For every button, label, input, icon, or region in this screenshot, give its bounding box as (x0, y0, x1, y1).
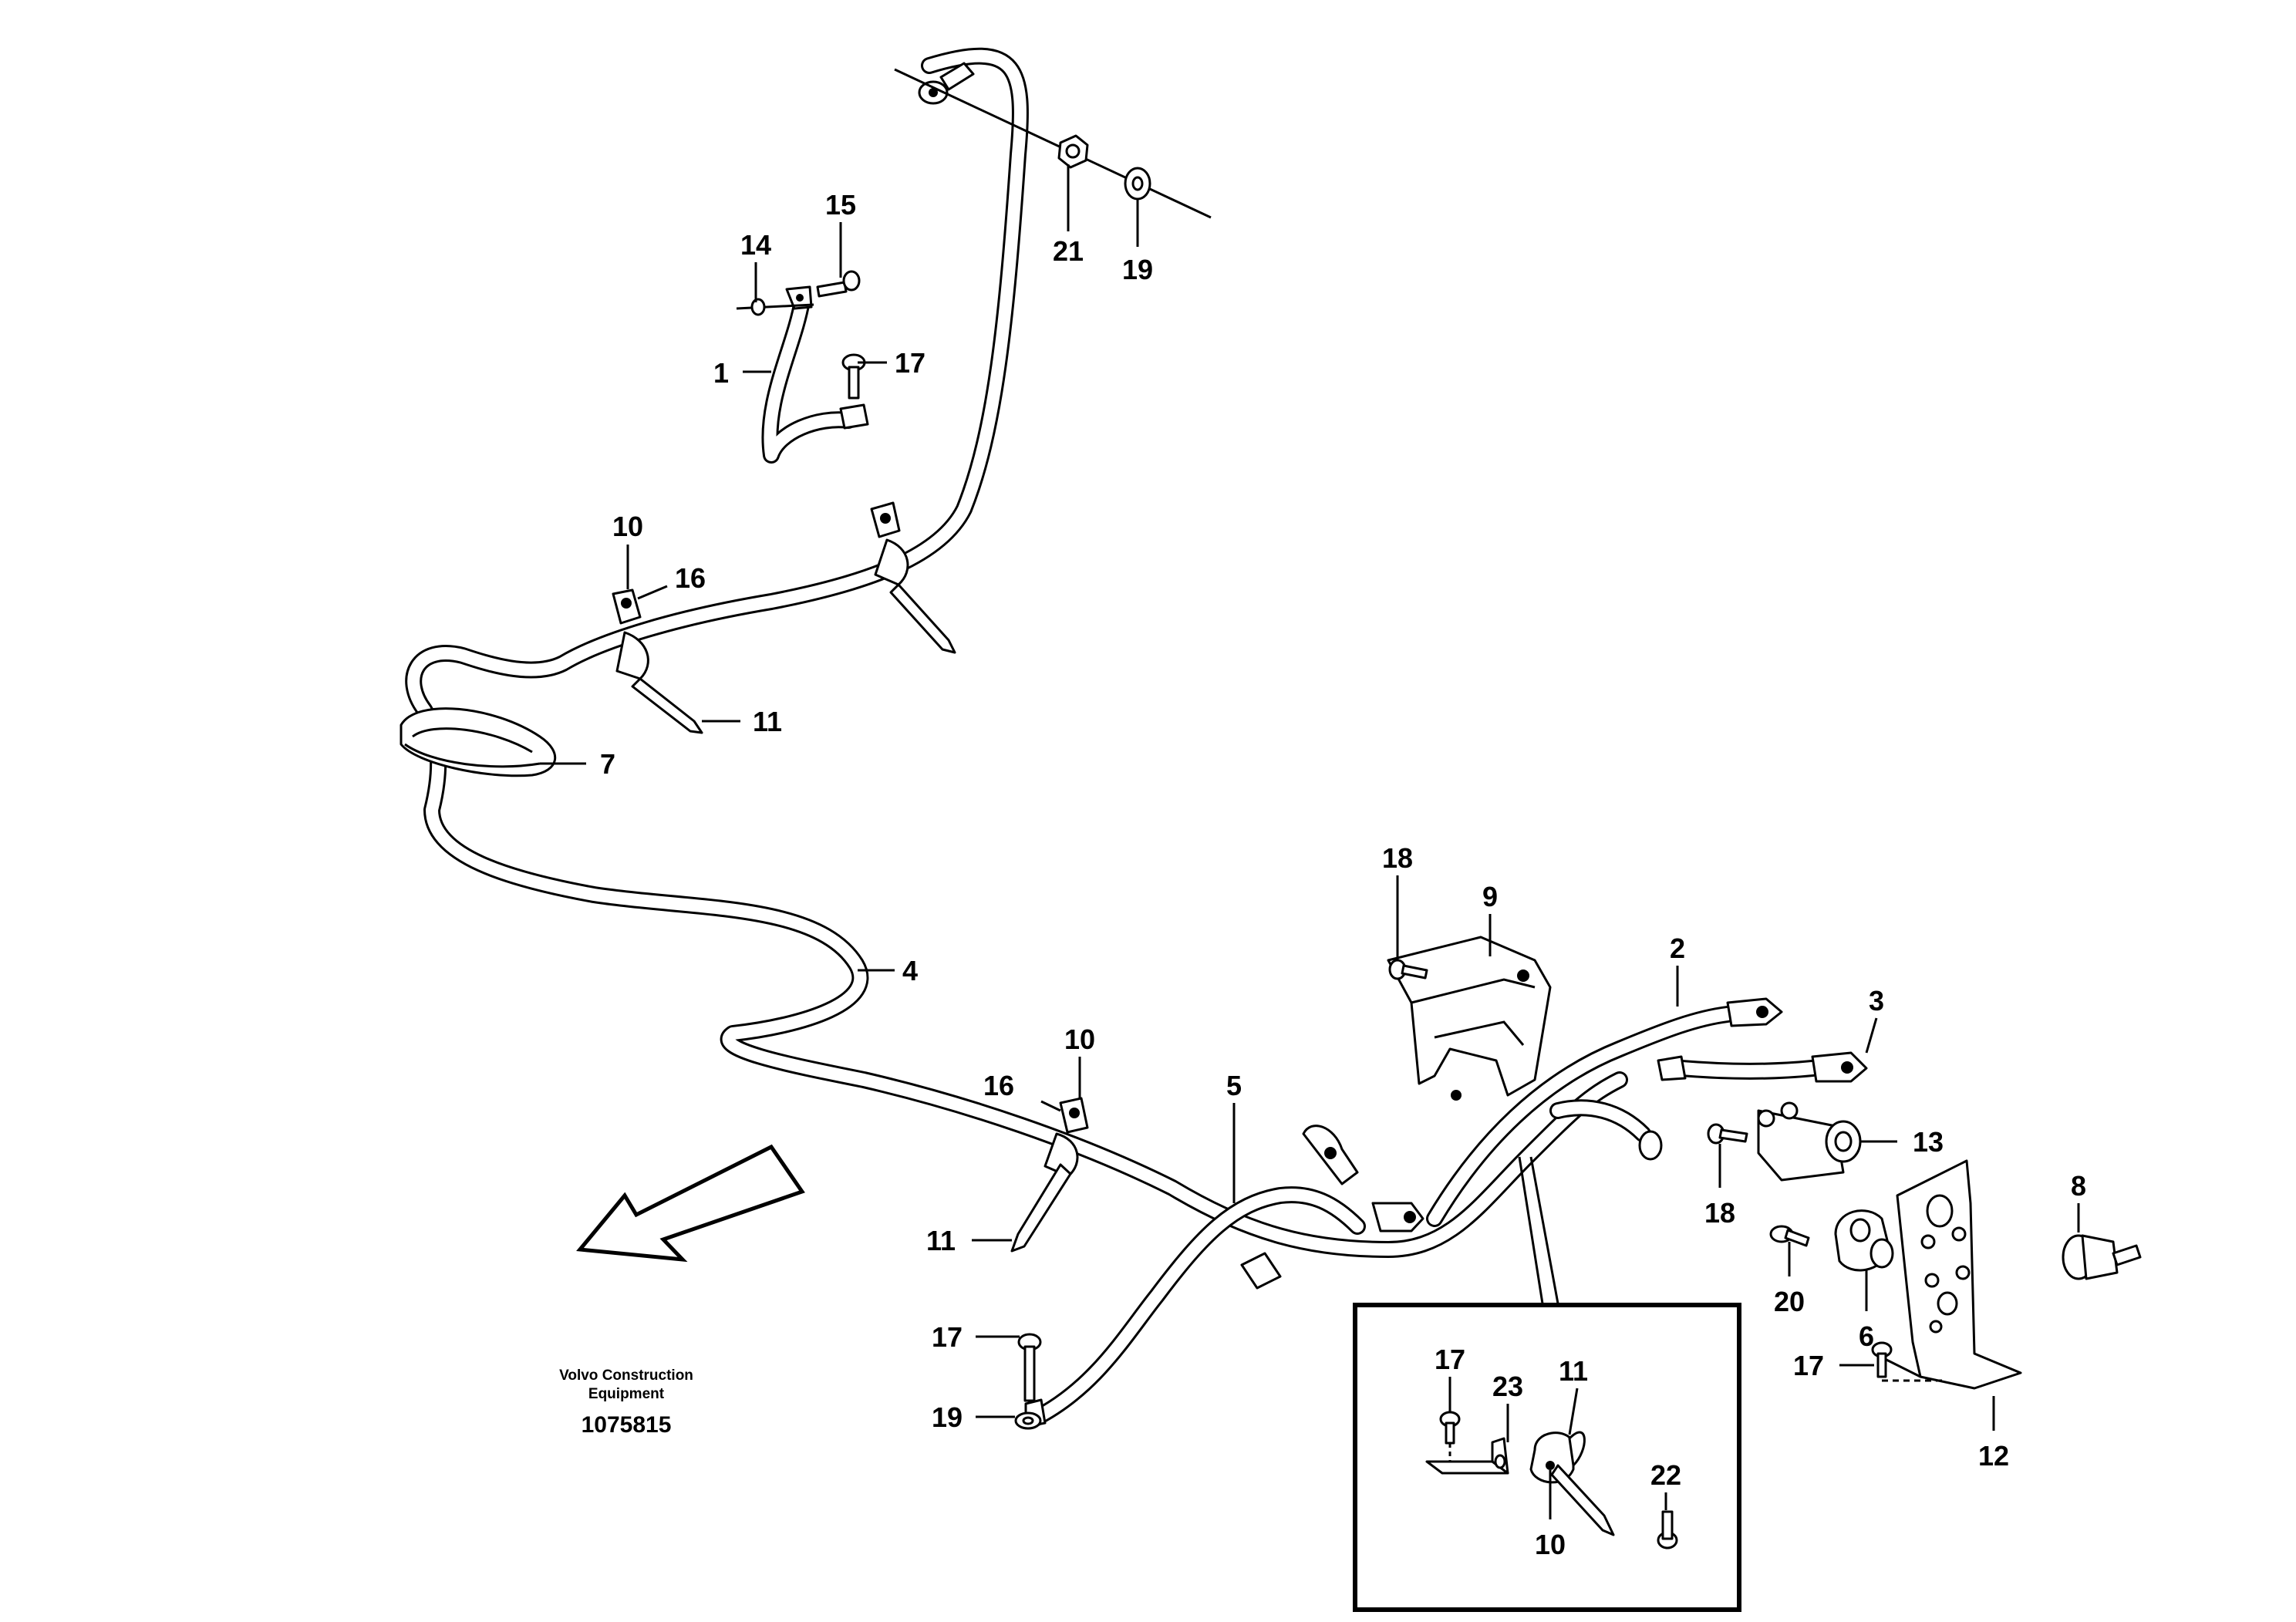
callout-12: 12 (1978, 1440, 2009, 1472)
key-switch-8 (2062, 1234, 2142, 1280)
cover-9 (1387, 936, 1552, 1101)
callout-10-mid: 10 (1064, 1023, 1095, 1055)
washer-14 (750, 298, 766, 316)
brand-line-2: Equipment (588, 1386, 665, 1402)
callout-17-bracket: 17 (1793, 1350, 1824, 1381)
bolt-17-lower (1017, 1333, 1042, 1402)
callout-14: 14 (740, 229, 771, 261)
grommet-7 (400, 707, 557, 777)
bracket-12 (1881, 1159, 2022, 1390)
callout-13: 13 (1913, 1126, 1944, 1158)
cable-tie-11-upper-left (631, 677, 703, 734)
callout-16-mid: 16 (983, 1070, 1014, 1101)
stud-axis-line (894, 68, 1212, 219)
callout-10-upper: 10 (612, 511, 643, 542)
bolt-20 (1769, 1225, 1810, 1247)
bolt-17-bracket (1871, 1341, 1893, 1378)
clip-10-upper-left (612, 588, 649, 680)
bolt-15 (816, 270, 861, 298)
cable-4 (405, 47, 1628, 1258)
callout-17-lower: 17 (932, 1321, 963, 1353)
callout-17-top: 17 (895, 347, 925, 379)
cable-5 (1024, 1186, 1366, 1428)
callouts: 1 14 15 17 21 19 10 16 11 7 4 5 10 16 11… (600, 189, 2086, 1560)
leader-lines (540, 164, 2080, 1519)
cable-tie-11-mid (1010, 1163, 1072, 1253)
clip-10-upper-right (870, 501, 909, 586)
callout-3: 3 (1869, 985, 1884, 1017)
callout-10-inset: 10 (1535, 1529, 1566, 1560)
callout-1: 1 (713, 357, 729, 389)
nut-21 (1057, 134, 1089, 169)
cable-tie-11-upper-right (889, 583, 956, 654)
callout-8: 8 (2071, 1170, 2086, 1202)
callout-18-cover: 18 (1382, 842, 1413, 874)
callout-22: 22 (1650, 1459, 1681, 1491)
document-number: 1075815 (582, 1412, 672, 1438)
callout-17-inset: 17 (1435, 1344, 1465, 1375)
washer-19-lower (1014, 1411, 1042, 1430)
brand-block: Volvo Construction Equipment 1075815 (559, 1367, 693, 1438)
bolt-18-cover (1388, 959, 1428, 980)
washer-19-top (1124, 167, 1151, 201)
detail-view-inset (1353, 1156, 1741, 1612)
main-switch-6 (1834, 1209, 1894, 1272)
callout-15: 15 (825, 189, 856, 221)
bolt-17-upper (841, 353, 866, 400)
callout-19-lower: 19 (932, 1401, 963, 1433)
bolt-18-relay (1707, 1123, 1748, 1145)
brand-line-1: Volvo Construction (559, 1367, 693, 1384)
battery-terminal-center (1240, 1125, 1424, 1290)
forward-direction-arrow-icon (576, 1144, 805, 1263)
callout-6: 6 (1859, 1320, 1874, 1352)
callout-5: 5 (1226, 1070, 1242, 1101)
cable-3 (1657, 1051, 1868, 1083)
callout-11-upper: 11 (753, 706, 782, 737)
callout-4: 4 (902, 955, 918, 986)
cable-2 (1426, 997, 1783, 1227)
callout-11-inset: 11 (1559, 1355, 1588, 1387)
cable-terminal-top (918, 62, 975, 105)
cable-end-center-right (1549, 1099, 1663, 1161)
callout-7: 7 (600, 748, 615, 780)
callout-2: 2 (1670, 932, 1685, 964)
callout-21: 21 (1053, 235, 1084, 267)
callout-23: 23 (1492, 1371, 1523, 1402)
relay-13 (1757, 1101, 1862, 1182)
cable-1 (736, 285, 869, 464)
callout-16-upper: 16 (675, 562, 706, 594)
callout-18-relay: 18 (1704, 1197, 1735, 1229)
callout-20: 20 (1774, 1286, 1805, 1317)
callout-9: 9 (1482, 881, 1498, 912)
callout-11-mid: 11 (926, 1225, 956, 1256)
callout-19-top: 19 (1122, 254, 1153, 285)
